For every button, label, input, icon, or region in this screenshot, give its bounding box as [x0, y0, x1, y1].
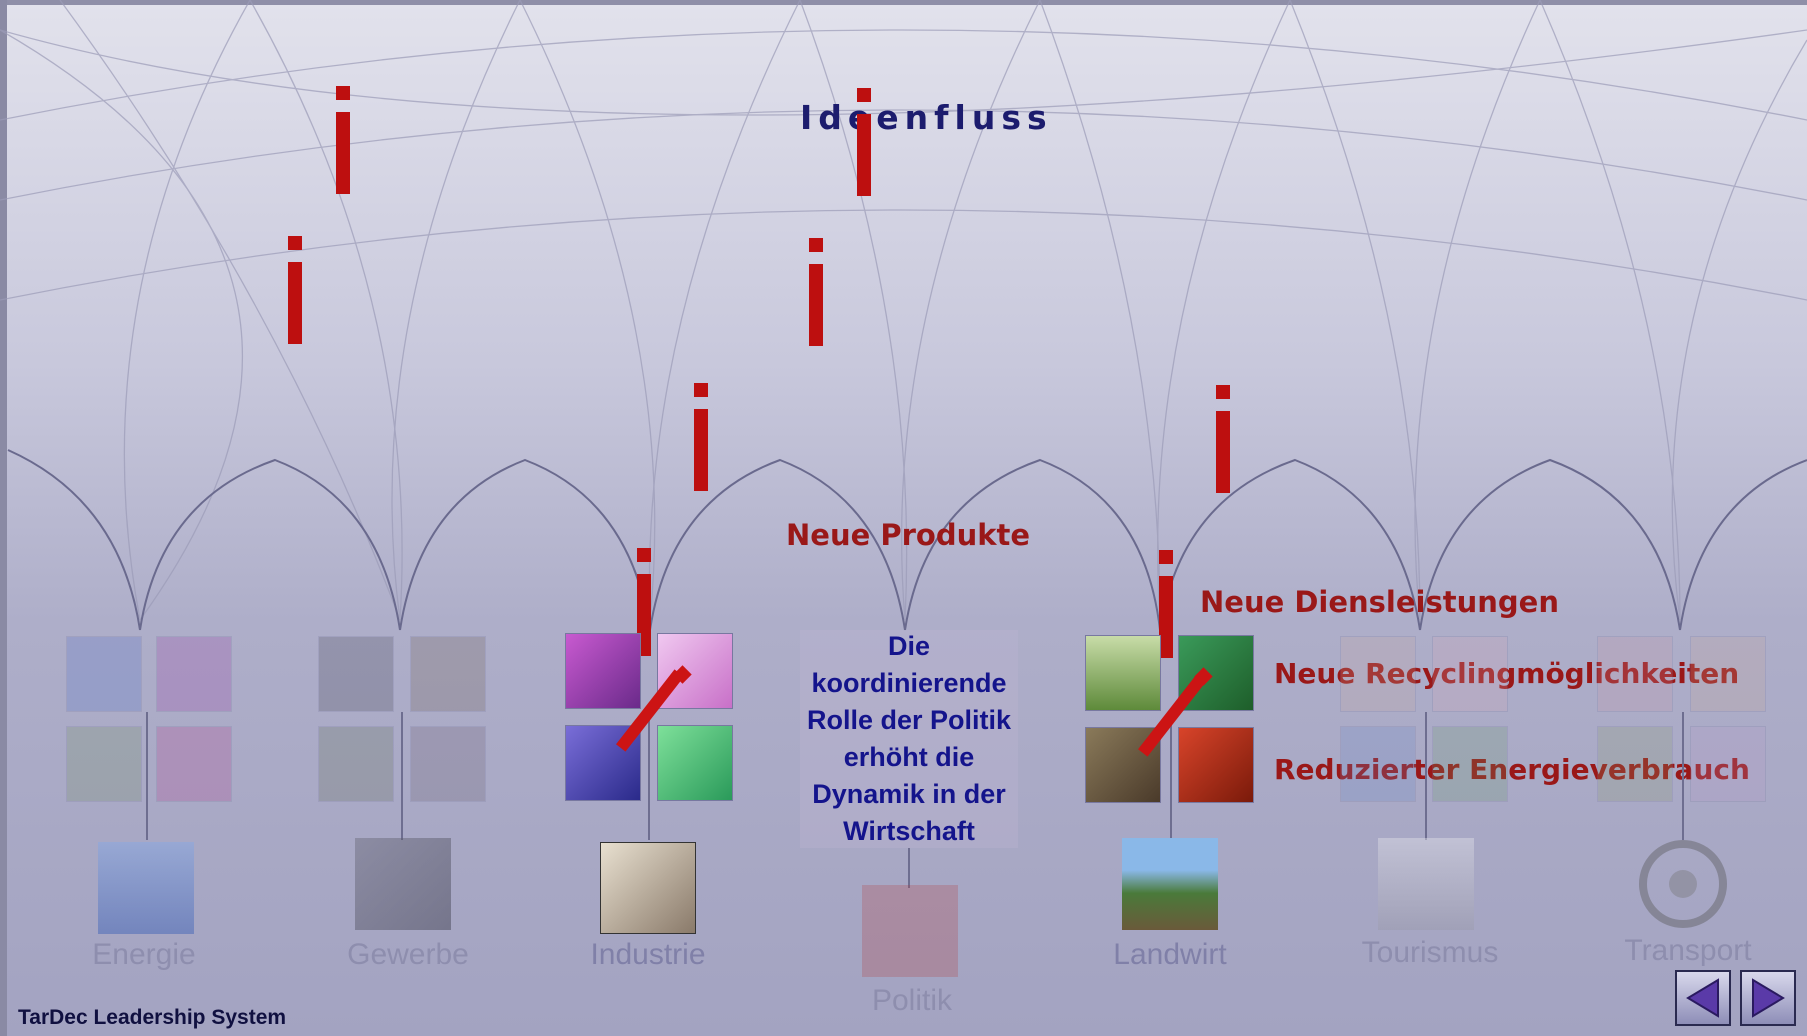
label-neue-produkte: Neue Produkte [786, 518, 1031, 552]
landwirt-icon[interactable] [1122, 838, 1218, 930]
page-title: Ideenfluss [800, 98, 1053, 137]
label-neue-dienstleistungen: Neue Diensleistungen [1200, 585, 1559, 619]
connector-line [146, 712, 148, 840]
sector-label-landwirt[interactable]: Landwirt [1113, 938, 1227, 971]
connector-line [1425, 712, 1427, 840]
sector-label-energie[interactable]: Energie [92, 938, 196, 971]
connector-line [401, 712, 403, 840]
politik-tiles-faded [800, 630, 1018, 848]
sector-label-industrie[interactable]: Industrie [590, 938, 706, 971]
connector-line [648, 710, 650, 840]
tourismus-icon[interactable] [1378, 838, 1474, 930]
next-button[interactable] [1740, 970, 1796, 1026]
left-border [0, 0, 7, 1036]
footer-brand: TarDec Leadership System [18, 1006, 287, 1029]
connector-line [1682, 712, 1684, 840]
gewerbe-icon[interactable] [355, 838, 451, 930]
politik-icon[interactable] [862, 885, 958, 977]
energie-icon[interactable] [98, 842, 194, 934]
label-neue-recycling: Neue Recyclingmöglichkeiten [1274, 657, 1740, 690]
arrow-left-icon [1686, 978, 1719, 1018]
connector-line [908, 848, 910, 888]
sector-label-politik[interactable]: Politik [871, 984, 953, 1017]
sector-label-tourismus[interactable]: Tourismus [1361, 936, 1499, 969]
arrow-right-icon [1752, 978, 1785, 1018]
sector-label-gewerbe[interactable]: Gewerbe [347, 938, 469, 971]
industrie-icon[interactable] [600, 842, 696, 934]
label-reduzierter-energie: Reduzierter Energieverbrauch [1274, 753, 1750, 786]
sector-label-transport[interactable]: Transport [1624, 934, 1752, 967]
previous-button[interactable] [1675, 970, 1731, 1026]
center-statement: Die koordinierende Rolle der Politik erh… [806, 631, 1012, 846]
transport-icon[interactable] [1635, 838, 1731, 930]
top-border [0, 0, 1807, 5]
connector-line [1170, 712, 1172, 840]
